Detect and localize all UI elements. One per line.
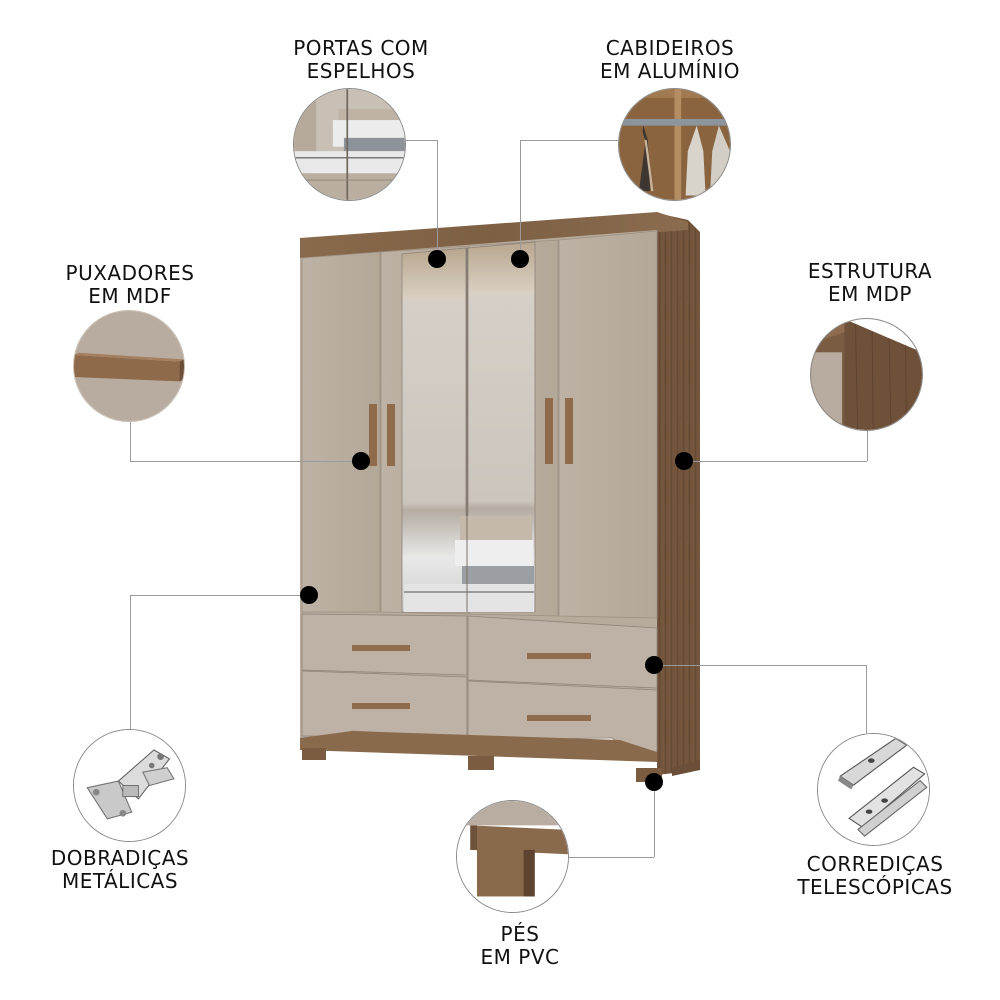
connector-cabideiros-h xyxy=(520,140,618,141)
marker-dot-cabideiros xyxy=(511,250,529,268)
label-line-1: DOBRADIÇAS xyxy=(50,846,190,870)
connector-pes-h xyxy=(569,857,654,858)
connector-estrutura-h xyxy=(684,461,867,462)
connector-puxadores-v xyxy=(130,422,131,461)
marker-dot-puxadores xyxy=(352,452,370,470)
connector-pes-v xyxy=(654,781,655,857)
hinge-icon xyxy=(73,729,186,842)
label-line-1: CORREDIÇAS xyxy=(806,852,944,876)
drawer-slide-icon xyxy=(817,733,930,846)
feature-label-portas: PORTAS COM ESPELHOS xyxy=(266,37,456,83)
connector-portas-v xyxy=(437,140,438,258)
connector-puxadores-h xyxy=(130,461,361,462)
feature-label-estrutura: ESTRUTURA EM MDP xyxy=(780,260,960,306)
structure-icon xyxy=(810,318,923,431)
label-line-1: PÉS xyxy=(500,922,540,946)
marker-dot-estrutura xyxy=(675,452,693,470)
connector-portas-h xyxy=(406,140,437,141)
label-line-2: ESPELHOS xyxy=(306,59,416,83)
label-line-1: CABIDEIROS xyxy=(605,36,735,60)
marker-dot-portas xyxy=(428,250,446,268)
mirror-doors-icon xyxy=(293,88,406,201)
feature-label-cabideiros: CABIDEIROS EM ALUMÍNIO xyxy=(570,37,770,83)
label-line-1: ESTRUTURA xyxy=(807,259,933,283)
connector-dobradicas-h xyxy=(130,595,309,596)
feature-label-dobradicas: DOBRADIÇAS METÁLICAS xyxy=(20,847,220,893)
foot-icon xyxy=(456,800,569,913)
connector-estrutura-v xyxy=(867,431,868,461)
connector-cabideiros-v xyxy=(520,140,521,258)
marker-dot-corredicas xyxy=(645,656,663,674)
label-line-2: EM ALUMÍNIO xyxy=(600,59,740,83)
label-line-1: PORTAS COM xyxy=(293,36,429,60)
connector-corredicas-v xyxy=(866,665,867,733)
label-line-2: TELESCÓPICAS xyxy=(797,875,953,899)
connector-corredicas-h xyxy=(654,665,866,666)
label-line-2: EM MDP xyxy=(828,282,912,306)
label-line-2: METÁLICAS xyxy=(61,869,179,893)
connector-dobradicas-v xyxy=(130,595,131,729)
marker-dot-dobradicas xyxy=(300,586,318,604)
label-line-2: EM MDF xyxy=(88,284,172,308)
feature-label-corredicas: CORREDIÇAS TELESCÓPICAS xyxy=(770,853,980,899)
marker-dot-pes xyxy=(645,773,663,791)
feature-label-puxadores: PUXADORES EM MDF xyxy=(40,262,220,308)
label-line-1: PUXADORES xyxy=(65,261,195,285)
handle-icon xyxy=(73,310,185,422)
label-line-2: EM PVC xyxy=(480,945,560,969)
hanger-rail-icon xyxy=(618,88,731,201)
feature-label-pes: PÉS EM PVC xyxy=(460,923,580,969)
